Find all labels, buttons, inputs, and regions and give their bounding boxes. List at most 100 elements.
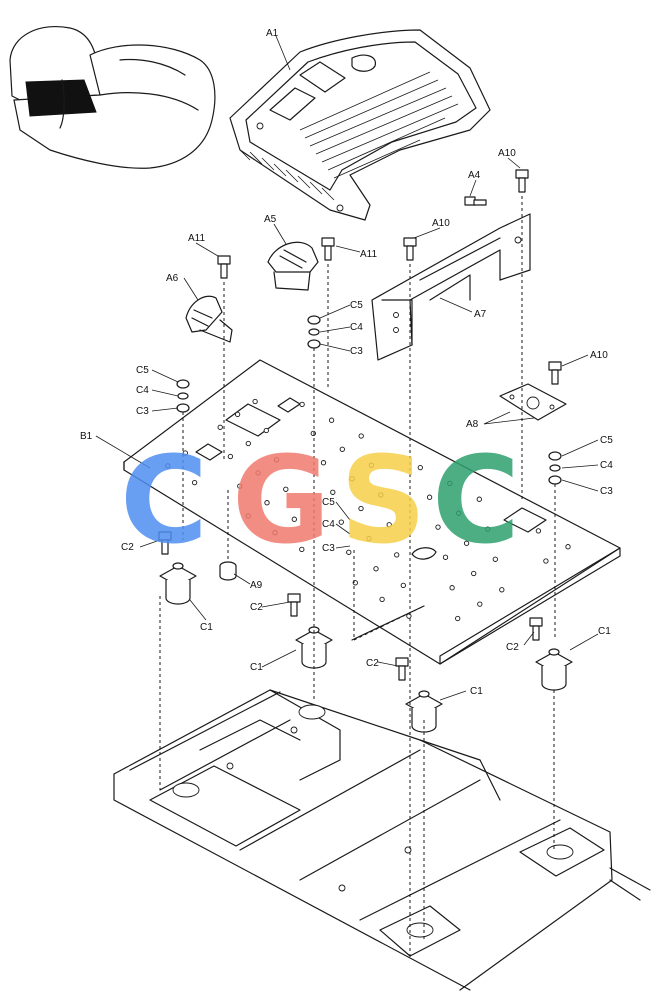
- plate-hole: [535, 528, 542, 534]
- label-c2-mid: C2: [250, 602, 263, 613]
- label-a10-mid: A10: [432, 218, 450, 229]
- plate-hole: [338, 519, 344, 525]
- plate-hole: [291, 516, 297, 522]
- plate-hole: [255, 470, 261, 476]
- alignment-lines: [159, 196, 556, 960]
- label-c4-right: C4: [600, 460, 613, 471]
- plate-hole: [245, 513, 251, 519]
- label-c1-right: C1: [598, 626, 611, 637]
- watermark-letter-2: G: [232, 432, 331, 571]
- label-c3-left: C3: [136, 406, 149, 417]
- watermark-letter-3: S: [340, 432, 426, 571]
- watermark-letter-4: C: [432, 432, 520, 571]
- plate-hole: [320, 460, 327, 466]
- chassis-frame: [113, 689, 651, 991]
- label-a9: A9: [250, 580, 263, 591]
- plate-hole: [273, 457, 280, 463]
- watermark-letter-1: C: [120, 432, 208, 571]
- plate-hole: [328, 417, 335, 423]
- part-labels: A1 A10 A4 A10 A5 A11 A11 A6 A7 C5 C4 C3 …: [80, 28, 613, 697]
- label-a6: A6: [166, 273, 179, 284]
- label-c1-center: C1: [470, 686, 483, 697]
- plate-hole: [339, 446, 345, 452]
- plate-hole: [476, 496, 482, 502]
- bolts: [158, 169, 562, 681]
- plate-hole: [245, 440, 251, 447]
- plate-hole: [463, 540, 470, 546]
- plate-hole: [400, 582, 406, 589]
- plate-hole: [456, 510, 462, 516]
- plate-hole: [379, 596, 385, 603]
- plate-hole: [543, 558, 549, 564]
- leader-lines: [95, 35, 599, 701]
- plate-hole: [349, 476, 355, 482]
- plate-hole: [442, 554, 449, 560]
- label-a5: A5: [264, 214, 277, 225]
- plate-hole: [264, 500, 270, 506]
- label-a10-top: A10: [498, 148, 516, 159]
- plate-hole: [346, 549, 352, 555]
- label-c5-top: C5: [350, 300, 363, 311]
- plate-hole: [417, 464, 423, 471]
- plate-hole: [252, 398, 258, 405]
- label-c5-left: C5: [136, 365, 149, 376]
- label-a8: A8: [466, 419, 479, 430]
- label-a10-right: A10: [590, 350, 608, 361]
- plate-hole: [447, 480, 453, 487]
- plate-hole: [386, 522, 392, 528]
- plate-hole: [394, 552, 400, 558]
- plate-hole: [217, 424, 223, 430]
- plate-hole: [263, 427, 269, 434]
- plate-hole: [299, 546, 305, 553]
- label-a7: A7: [474, 309, 487, 320]
- label-c3-right: C3: [600, 486, 613, 497]
- plate-hole: [477, 601, 483, 607]
- plate-hole: [283, 486, 289, 492]
- plate-hole: [237, 483, 243, 489]
- pedal-a5: [267, 241, 319, 291]
- label-c3-top: C3: [350, 346, 363, 357]
- label-c2-right: C2: [506, 642, 519, 653]
- plate-hole: [565, 544, 571, 550]
- plate-hole: [455, 615, 461, 622]
- label-c4-center: C4: [322, 519, 335, 530]
- label-c3-center: C3: [322, 543, 335, 554]
- plate-hole: [182, 450, 188, 456]
- plate-hole: [191, 479, 198, 486]
- label-a4: A4: [468, 170, 481, 181]
- label-c2-center: C2: [366, 658, 379, 669]
- plate-a8: [499, 383, 567, 421]
- plate-hole: [366, 535, 372, 542]
- label-c1-left: C1: [200, 622, 213, 633]
- plate-hole: [358, 505, 364, 512]
- label-c1-mid: C1: [250, 662, 263, 673]
- plate-hole: [358, 433, 364, 439]
- plate-hole: [435, 524, 441, 530]
- plate-hole: [499, 587, 505, 593]
- plate-hole: [272, 530, 278, 536]
- plate-hole: [165, 463, 171, 469]
- plate-hole: [234, 411, 241, 418]
- plate-hole: [299, 401, 305, 408]
- floor-mat-a1: [229, 29, 491, 221]
- watermark: C G S C: [120, 432, 520, 571]
- plate-hole: [227, 453, 234, 460]
- plate-hole: [485, 526, 491, 532]
- label-c4-top: C4: [350, 322, 363, 333]
- label-b1: B1: [80, 431, 93, 442]
- label-c5-right: C5: [600, 435, 613, 446]
- label-c4-left: C4: [136, 385, 149, 396]
- label-a11-left: A11: [188, 233, 205, 244]
- label-a1: A1: [266, 28, 279, 39]
- plate-hole: [373, 566, 379, 572]
- plate-hole: [368, 462, 375, 468]
- label-a11-right: A11: [360, 249, 377, 260]
- plate-hole: [426, 494, 433, 500]
- bracket-a7: [371, 213, 531, 361]
- pedal-a6: [185, 295, 233, 343]
- spacer-a9: [219, 561, 237, 581]
- plate-hole: [471, 570, 477, 577]
- seat-thumbnail: [9, 26, 216, 169]
